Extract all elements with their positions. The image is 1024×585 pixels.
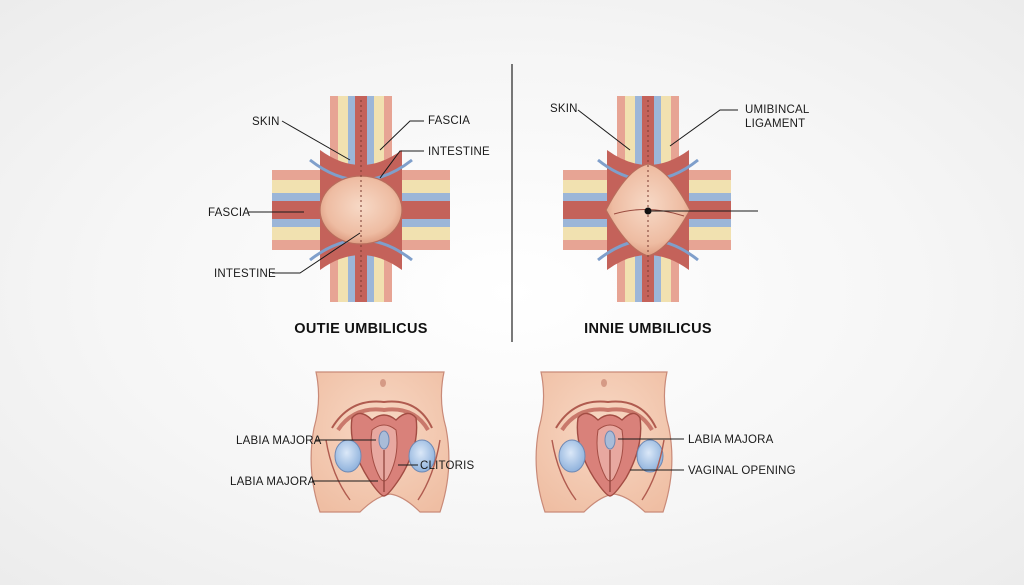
innie-skin-leader [577, 109, 631, 151]
innie-ligament-leader [669, 109, 738, 147]
outie-intestine-top-label: INTESTINE [428, 146, 490, 158]
innie-title: INNIE UMBILICUS [584, 321, 712, 337]
outie-intestine-bottom-leader [272, 232, 361, 274]
lower-right-pelvic-arch [555, 400, 657, 429]
lower-right-navel [601, 379, 607, 387]
outie-fascia-left-label: FASCIA [208, 207, 250, 219]
lower-right-pelvic-illustration [535, 371, 673, 513]
ll-clitoris-label: CLITORIS [420, 460, 475, 472]
lr-labia-label: LABIA MAJORA [688, 434, 774, 446]
ll-labia-upper-label: LABIA MAJORA [236, 435, 322, 447]
innie-cross-section [563, 96, 731, 302]
outie-intestine-top-leader [379, 150, 424, 179]
lower-right-ovary-left [558, 439, 586, 473]
innie-skin-label: SKIN [550, 103, 578, 115]
lower-left-navel [380, 379, 386, 387]
lower-left-pelvic-arch-inner [336, 407, 430, 432]
outie-skin-label: SKIN [252, 116, 280, 128]
lower-left-ovary-right [408, 439, 436, 473]
lower-left-ovary-left [334, 439, 362, 473]
lower-left-pelvic-arch [331, 400, 433, 429]
lower-left-leg-fold-left [325, 439, 351, 501]
outie-fascia-top-label: FASCIA [428, 115, 470, 127]
outie-skin-leader [281, 120, 351, 161]
ll-labia-lower-label: LABIA MAJORA [230, 476, 316, 488]
lr-vaginal-opening-label: VAGINAL OPENING [688, 465, 796, 477]
outie-intestine-bottom-label: INTESTINE [214, 268, 276, 280]
innie-ligament-label-line2: LIGAMENT [745, 118, 805, 130]
outie-cross-section [272, 96, 450, 302]
innie-ligament-label-line1: UMIBINCAL [745, 104, 810, 116]
lower-right-ovary-right [636, 439, 664, 473]
outie-fascia-top-leader [379, 120, 424, 151]
lower-right-clitoris [604, 430, 616, 450]
lower-left-clitoris [378, 430, 390, 450]
lower-right-leg-fold-left [551, 439, 577, 501]
lower-left-pelvic-illustration [310, 371, 450, 513]
outie-title: OUTIE UMBILICUS [294, 321, 427, 337]
lower-right-leg-fold-right [641, 439, 665, 501]
lower-right-pelvic-arch-inner [560, 407, 654, 432]
lower-left-leg-fold-right [417, 439, 441, 501]
